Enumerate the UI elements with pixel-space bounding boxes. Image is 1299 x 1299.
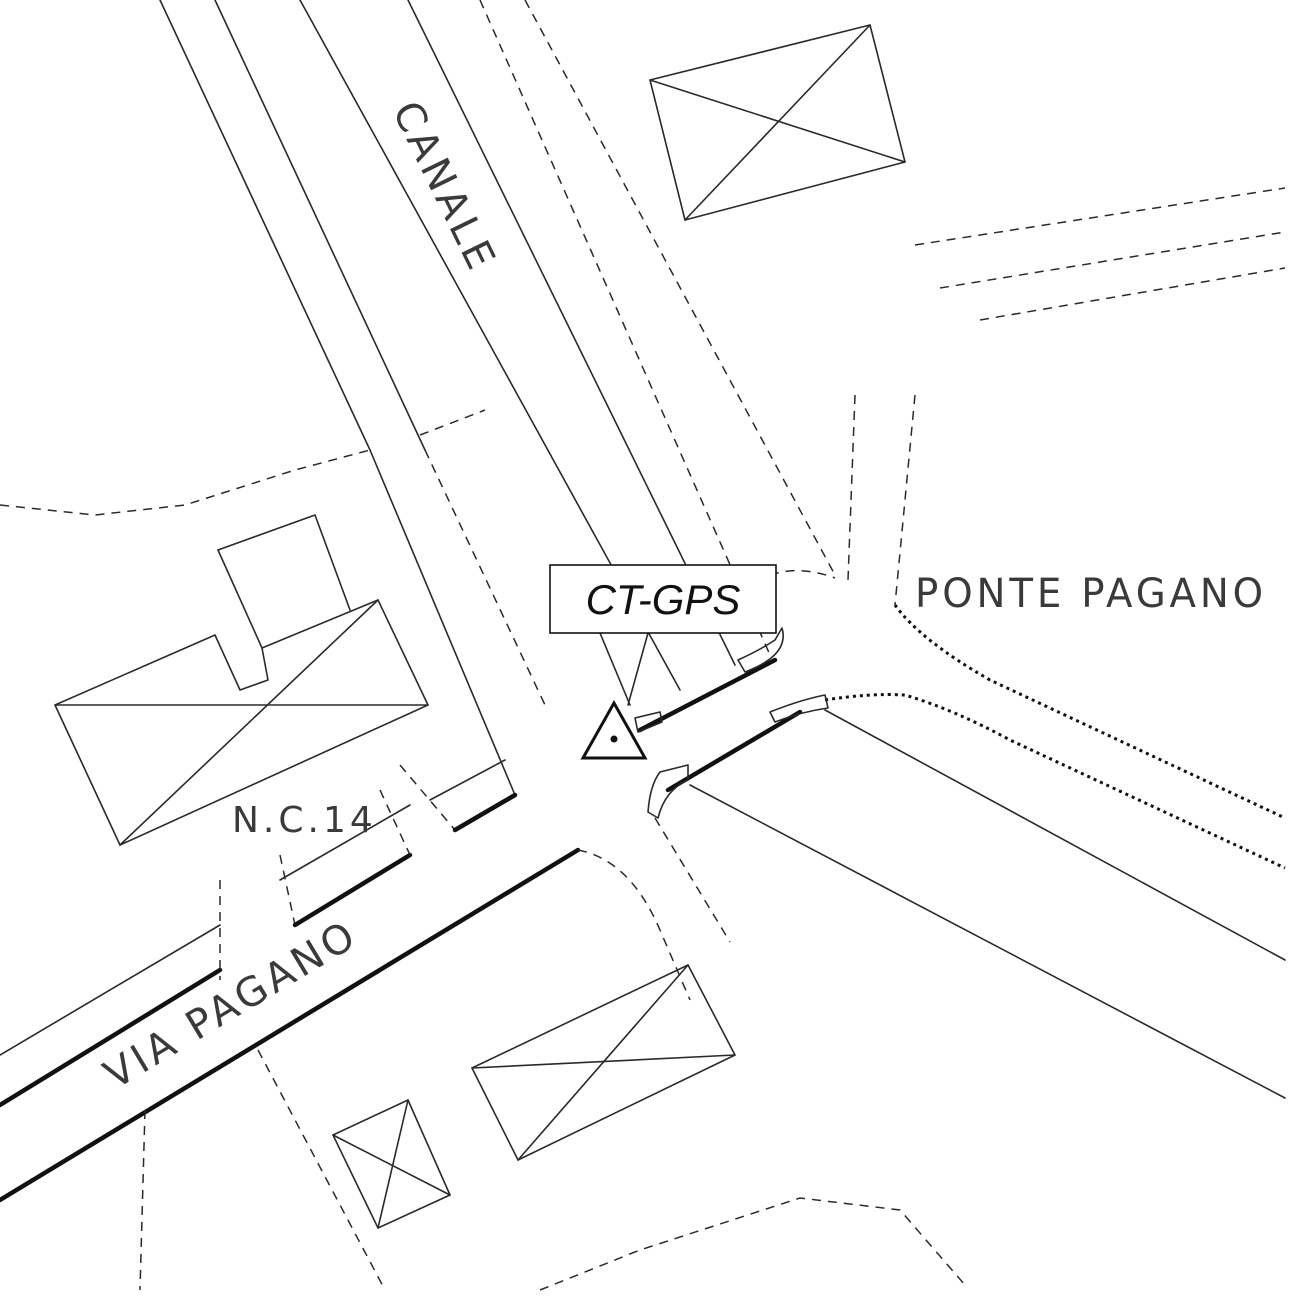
canal-lines xyxy=(159,0,836,796)
boundary-left xyxy=(0,449,371,516)
nc14-walls xyxy=(279,759,518,928)
via-pagano-road xyxy=(0,847,581,1291)
building-small xyxy=(332,1099,451,1229)
ponte-pagano-bridge xyxy=(577,604,1286,1099)
building-top xyxy=(649,24,906,221)
nc14-label: N.C.14 xyxy=(232,800,377,841)
triangle-with-dot-icon xyxy=(580,699,648,760)
boundary-bottom xyxy=(539,1197,966,1291)
ponte-pagano-label: PONTE PAGANO xyxy=(915,571,1267,617)
building-nc14 xyxy=(54,514,429,846)
station-label: CT-GPS xyxy=(586,576,741,623)
building-bottom xyxy=(471,964,736,1161)
canale-label: CANALE xyxy=(383,94,505,280)
station-pointer xyxy=(627,632,649,706)
station-label-box: CT-GPS xyxy=(549,564,777,634)
boundary-top-right xyxy=(769,187,1286,606)
